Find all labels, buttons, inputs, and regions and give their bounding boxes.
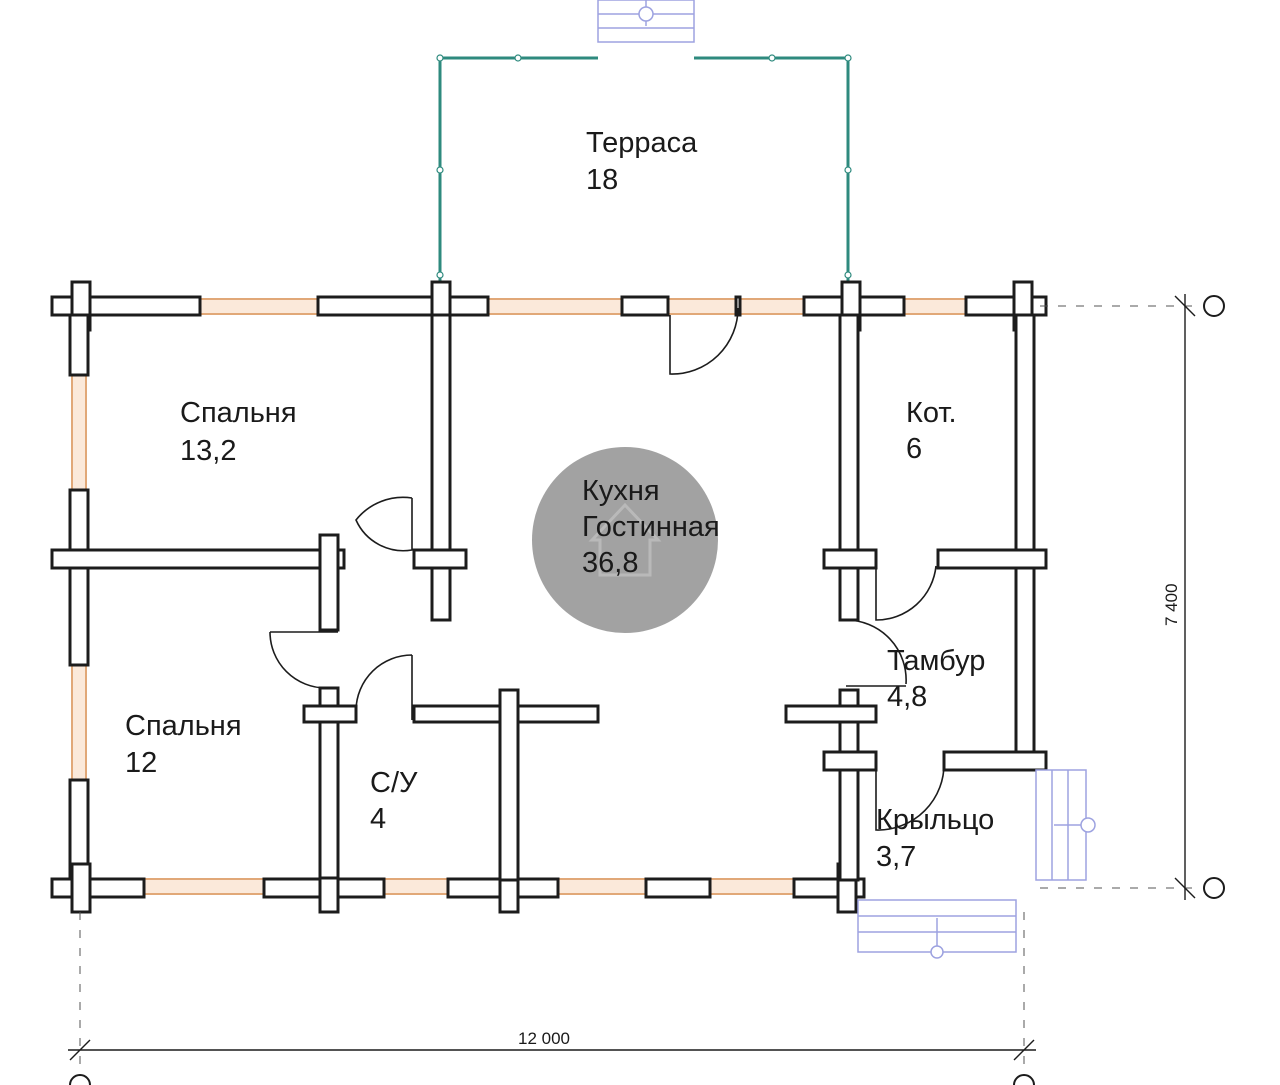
- bedroom-bottom-name: Спальня: [125, 710, 242, 742]
- terrace-area: 18: [586, 164, 618, 196]
- kitchen-area: 36,8: [582, 547, 638, 579]
- boiler-name: Кот.: [906, 397, 957, 429]
- vestibule-area: 4,8: [887, 681, 927, 713]
- terrace-railing: [436, 54, 852, 296]
- bedroom-top-area: 13,2: [180, 435, 236, 467]
- kitchen-name2: Гостинная: [582, 511, 720, 543]
- bedroom-bottom-area: 12: [125, 747, 157, 779]
- terrace-name: Терраса: [586, 127, 698, 159]
- vestibule-name: Тамбур: [887, 645, 985, 677]
- width-dimension: 12 000: [518, 1029, 570, 1048]
- porch-name: Крыльцо: [876, 804, 994, 836]
- depth-dimension: 7 400: [1162, 583, 1181, 626]
- dimension-lines: [68, 294, 1225, 1085]
- bathroom-area: 4: [370, 803, 386, 835]
- doors: [269, 307, 945, 831]
- bedroom-top-name: Спальня: [180, 397, 297, 429]
- porch-stairs: [857, 769, 1096, 959]
- boiler-area: 6: [906, 433, 922, 465]
- porch-area: 3,7: [876, 841, 916, 873]
- terrace-stairs: [597, 0, 695, 43]
- watermark-logo: [532, 447, 718, 633]
- bathroom-name: С/У: [370, 767, 418, 799]
- kitchen-name: Кухня: [582, 475, 660, 507]
- walls: [50, 280, 1048, 914]
